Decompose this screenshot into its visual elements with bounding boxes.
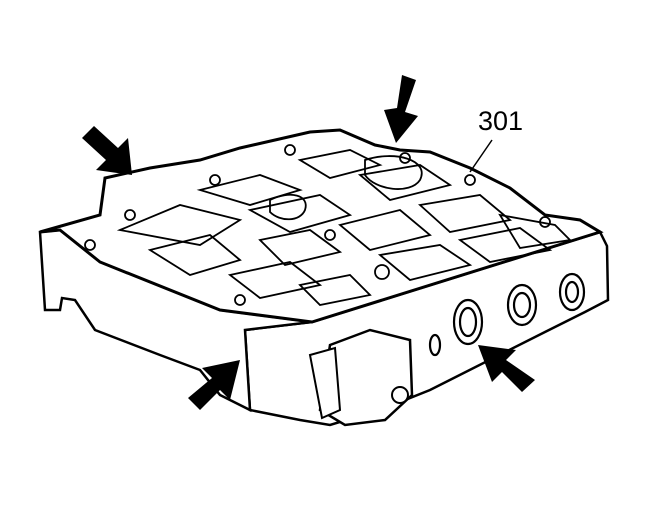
callout-leader-line [469,139,493,173]
solenoid-tab [308,346,342,420]
gasket-plate [39,128,604,324]
arrow-icon-top [384,75,418,143]
callout-label: 301 [478,106,524,136]
arrow-icon [82,75,535,410]
gasket-passages [116,149,572,306]
solenoid-bolt [391,386,409,404]
arrow-icon-upper-left [82,126,132,175]
bolt-holes [84,144,551,306]
arrow-icon-lower-right [478,345,535,392]
arrow-icon-lower-left [188,360,240,410]
side-ports [428,272,586,357]
